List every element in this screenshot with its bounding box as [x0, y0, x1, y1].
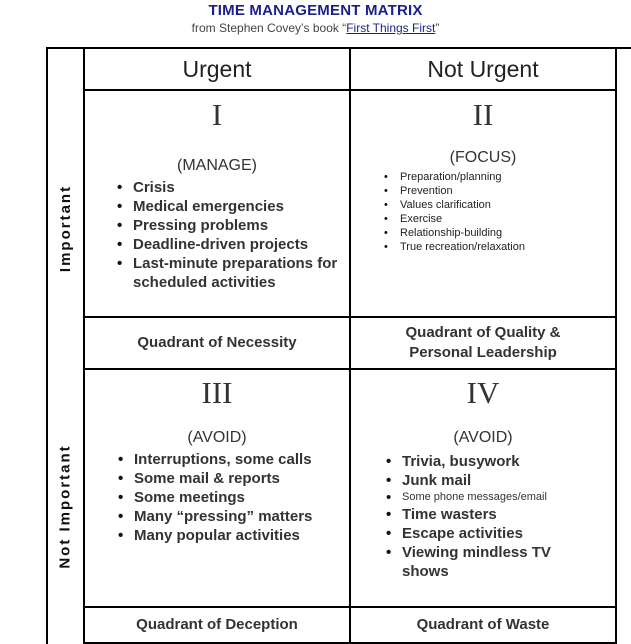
list-item: Some phone messages/email — [386, 490, 586, 505]
page-subtitle: from Stephen Covey’s book “First Things … — [0, 21, 631, 35]
quadrant-4: IV (AVOID) Trivia, busywork Junk mail So… — [349, 368, 617, 608]
list-item: Escape activities — [386, 524, 586, 543]
list-item: Values clarification — [384, 198, 609, 212]
list-item: Viewing mindless TV shows — [386, 543, 586, 581]
list-item: Last-minute preparations for scheduled a… — [117, 254, 342, 292]
list-item: Deadline-driven projects — [117, 235, 342, 254]
quadrant-1-numeral: I — [211, 97, 223, 132]
list-item: Some mail & reports — [118, 469, 346, 488]
list-item: Prevention — [384, 184, 609, 198]
column-header-not-urgent: Not Urgent — [349, 47, 617, 91]
list-item: Pressing problems — [117, 216, 342, 235]
page-title: TIME MANAGEMENT MATRIX — [208, 2, 423, 19]
quadrant-4-list: Trivia, busywork Junk mail Some phone me… — [386, 452, 586, 581]
quadrant-2-footer: Quadrant of Quality & Personal Leadershi… — [349, 316, 617, 370]
subtitle-suffix: ” — [435, 21, 440, 35]
quadrant-2: II (FOCUS) Preparation/planning Preventi… — [349, 89, 617, 318]
row-label-not-important-text: Not Important — [57, 443, 75, 569]
column-header-urgent: Urgent — [83, 47, 351, 91]
list-item: Many “pressing” matters — [118, 507, 346, 526]
quadrant-2-footer-line1: Quadrant of Quality & — [405, 324, 561, 341]
subtitle-prefix: from Stephen Covey’s book “ — [191, 21, 347, 35]
list-item: Trivia, busywork — [386, 452, 586, 471]
row-label-not-important: Not Important — [48, 368, 83, 644]
list-item: Crisis — [117, 178, 342, 197]
quadrant-3-footer: Quadrant of Deception — [83, 606, 351, 644]
quadrant-3-action: (AVOID) — [187, 429, 247, 446]
quadrant-4-action: (AVOID) — [453, 429, 513, 446]
list-item: Exercise — [384, 212, 609, 226]
book-link[interactable]: First Things First — [346, 21, 436, 35]
list-item: Preparation/planning — [384, 170, 609, 184]
list-item: Junk mail — [386, 471, 586, 490]
quadrant-4-numeral: IV — [466, 375, 500, 410]
quadrant-4-footer: Quadrant of Waste — [349, 606, 617, 644]
quadrant-2-action: (FOCUS) — [449, 149, 517, 166]
list-item: Interruptions, some calls — [118, 450, 346, 469]
quadrant-2-footer-line2: Personal Leadership — [409, 344, 557, 361]
list-item: Some meetings — [118, 488, 346, 507]
quadrant-1-footer: Quadrant of Necessity — [83, 316, 351, 370]
quadrant-3-list: Interruptions, some calls Some mail & re… — [118, 450, 346, 545]
row-label-important: Important — [48, 89, 83, 368]
quadrant-3-numeral: III — [201, 375, 233, 410]
quadrant-3: III (AVOID) Interruptions, some calls So… — [83, 368, 351, 608]
list-item: Time wasters — [386, 505, 586, 524]
list-item: Many popular activities — [118, 526, 346, 545]
quadrant-2-numeral: II — [472, 97, 494, 132]
quadrant-1-action: (MANAGE) — [177, 157, 257, 174]
quadrant-1-list: Crisis Medical emergencies Pressing prob… — [117, 178, 342, 292]
quadrant-1: I (MANAGE) Crisis Medical emergencies Pr… — [83, 89, 351, 318]
list-item: True recreation/relaxation — [384, 240, 609, 254]
list-item: Medical emergencies — [117, 197, 342, 216]
quadrant-2-list: Preparation/planning Prevention Values c… — [384, 170, 609, 254]
list-item: Relationship-building — [384, 226, 609, 240]
row-label-important-text: Important — [57, 184, 75, 273]
